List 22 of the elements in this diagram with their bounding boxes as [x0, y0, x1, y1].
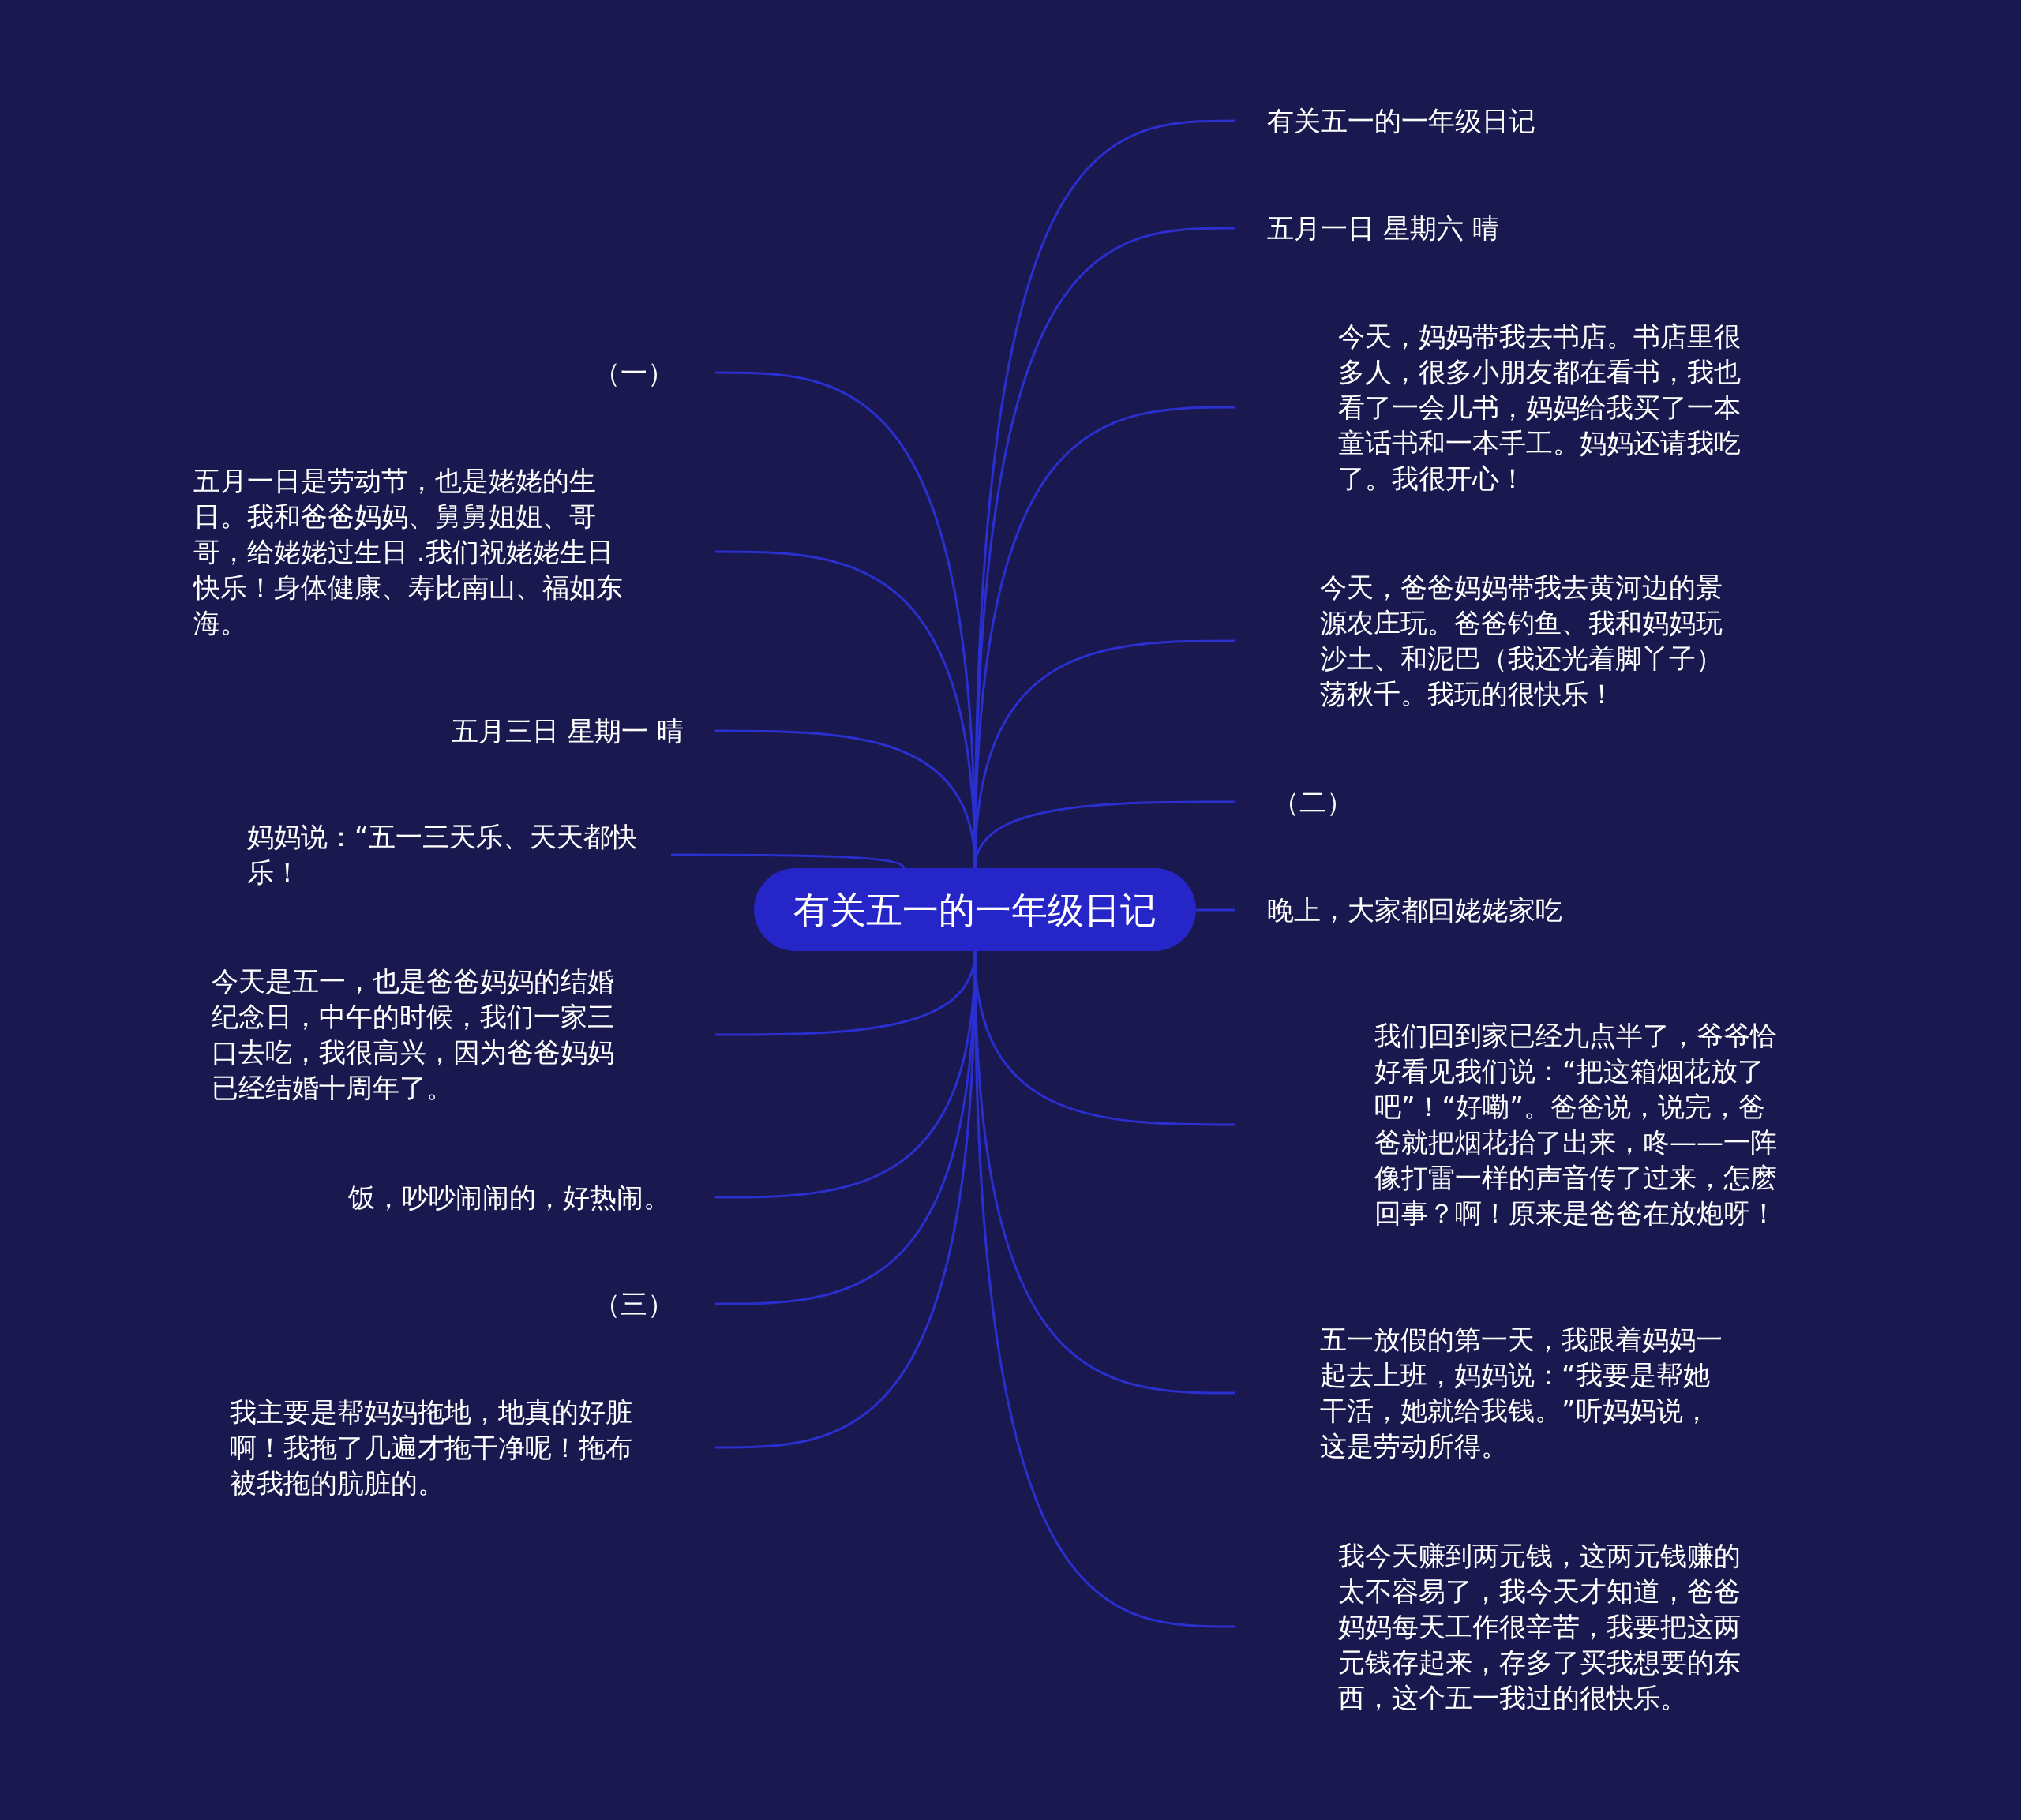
branch-line: [1196, 908, 1235, 912]
branch-text: 我今天赚到两元钱，这两元钱赚的太不容易了，我今天才知道，爸爸妈妈每天工作很辛苦，我要把这两元钱存起来，存多了买我想要的东西，这个五一我过的很快乐。: [1338, 1538, 1742, 1715]
branch-line: [671, 853, 906, 869]
branch-text: 我们回到家已经九点半了，爷爷恰好看见我们说：“把这箱烟花放了吧”！“好嘞”。爸爸说，说完，爸爸就把烟花抬了出来，咚——一阵像打雷一样的声音传了过来，怎麽回事？啊！原来是爸爸在放炮呀！: [1374, 1019, 1778, 1230]
branch-text: 晚上，大家都回姥姥家吃: [1267, 893, 1563, 927]
branch-text: 今天，爸爸妈妈带我去黄河边的景源农庄玩。爸爸钓鱼、我和妈妈玩沙土、和泥巴（我还光着脚丫子）荡秋千。我玩的很快乐！: [1320, 571, 1723, 711]
branch-text: 今天，妈妈带我去书店。书店里很多人，很多小朋友都在看书，我也看了一会儿书，妈妈给我买了一本童话书和一本手工。妈妈还请我吃了。我很开心！: [1338, 319, 1742, 496]
branch-text: 我主要是帮妈妈拖地，地真的好脏啊！我拖了几遍才拖干净呢！拖布被我拖的肮脏的。: [230, 1395, 633, 1500]
branch-text: 五月一日 星期六 晴: [1267, 211, 1500, 245]
branch-text: 五一放假的第一天，我跟着妈妈一起去上班，妈妈说：“我要是帮她干活，她就给我钱。”听妈妈说，这是劳动所得。: [1320, 1323, 1723, 1463]
branch-text: （一）: [593, 355, 674, 390]
branch-line: [715, 729, 977, 869]
central-topic: 有关五一的一年级日记: [754, 868, 1196, 951]
branch-line: [973, 800, 1235, 869]
branch-text: 饭，吵吵闹闹的，好热闹。: [347, 1180, 670, 1215]
branch-text: 五月三日 星期一 晴: [451, 713, 684, 748]
branch-text: （三）: [593, 1286, 674, 1321]
branch-text: 妈妈说：“五一三天乐、天天都快乐！: [247, 820, 638, 889]
branch-text: 今天是五一，也是爸爸妈妈的结婚纪念日，中午的时候，我们一家三口去吃，我很高兴，因为爸爸妈妈已经结婚十周年了。: [212, 964, 615, 1105]
branch-text: 有关五一的一年级日记: [1267, 103, 1536, 138]
branch-text: （二）: [1273, 785, 1354, 819]
branch-text: 五月一日是劳动节，也是姥姥的生日。我和爸爸妈妈、舅舅姐姐、哥哥，给姥姥过生日 .我们祝姥姥生日快乐！身体健康、寿比南山、福如东海。: [193, 463, 624, 640]
